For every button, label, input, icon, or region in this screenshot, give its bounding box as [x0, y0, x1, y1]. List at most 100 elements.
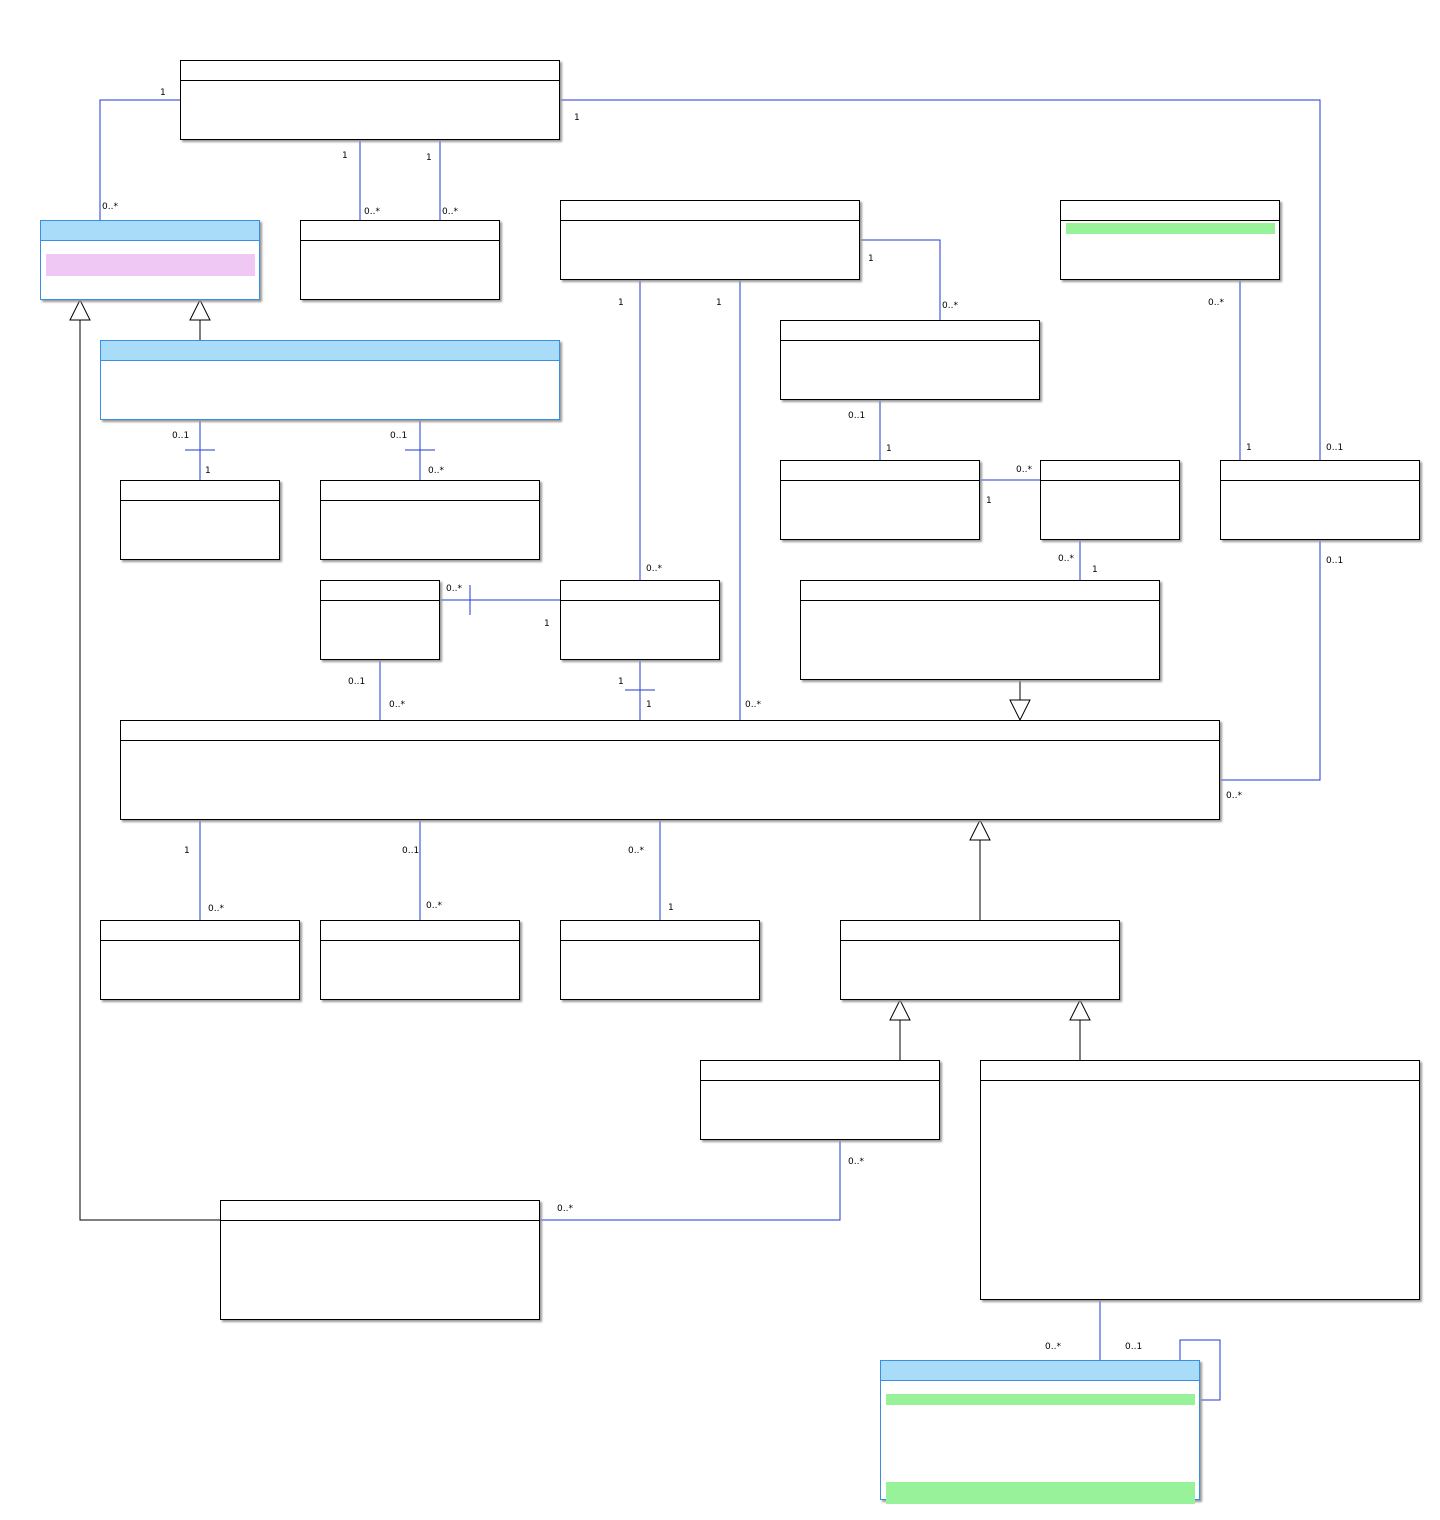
- entity-attribute-list: [561, 941, 759, 943]
- multiplicity-label: 0..*: [848, 1157, 864, 1167]
- entity-organisation[interactable]: [560, 200, 860, 280]
- association-line: [560, 99, 1321, 460]
- entity-attribute: [886, 1427, 1195, 1438]
- entity-care-professional-organisation[interactable]: [780, 320, 1040, 400]
- multiplicity-label: 1: [868, 254, 874, 264]
- entity-disability[interactable]: [320, 480, 540, 560]
- entity-attribute: [226, 1267, 535, 1278]
- entity-title: [1061, 201, 1279, 221]
- entity-attribute: [106, 976, 295, 987]
- entity-title: [981, 1061, 1419, 1081]
- entity-attribute: [986, 1138, 1415, 1149]
- multiplicity-label: 1: [574, 113, 580, 123]
- multiplicity-label: 1: [986, 496, 992, 506]
- multiplicity-label: 1: [646, 700, 652, 710]
- entity-attribute: [986, 1171, 1415, 1182]
- multiplicity-label: 0..*: [364, 207, 380, 217]
- association-line: [1220, 540, 1321, 781]
- entity-title: [321, 481, 539, 501]
- entity-clinical-investigation-result-item[interactable]: [880, 1360, 1200, 1504]
- entity-attribute: [886, 1416, 1195, 1427]
- entity-attribute-list: [321, 501, 539, 525]
- entity-attribute: [786, 483, 975, 494]
- multiplicity-label: 0..*: [1016, 465, 1032, 475]
- entity-title: [841, 921, 1119, 941]
- entity-activity-offer[interactable]: [560, 920, 760, 1000]
- entity-title: [801, 581, 1159, 601]
- entity-care-professional[interactable]: [780, 460, 980, 540]
- multiplicity-label: 0..1: [1125, 1342, 1143, 1352]
- entity-attribute-list: [41, 241, 259, 276]
- entity-attribute: [226, 1289, 535, 1300]
- entity-activity-drug[interactable]: [320, 920, 520, 1000]
- multiplicity-label: 1: [184, 846, 190, 856]
- entity-activity[interactable]: [120, 720, 1220, 820]
- entity-attribute-list: [321, 601, 439, 603]
- entity-attribute: [986, 1083, 1415, 1094]
- multiplicity-label: 1: [160, 88, 166, 98]
- entity-title: [101, 921, 299, 941]
- entity-attribute: [886, 1449, 1195, 1460]
- entity-activity-date-time[interactable]: [100, 920, 300, 1000]
- entity-title: [321, 581, 439, 601]
- multiplicity-label: 1: [1246, 443, 1252, 453]
- entity-patient[interactable]: [1220, 460, 1420, 540]
- entity-attribute: [806, 614, 1155, 625]
- entity-registrable-birth[interactable]: [1060, 200, 1280, 280]
- entity-attribute: [226, 1234, 535, 1245]
- entity-attribute: [46, 265, 255, 276]
- multiplicity-label: 0..*: [1045, 1342, 1061, 1352]
- entity-person[interactable]: [180, 60, 560, 140]
- multiplicity-label: 0..1: [1326, 556, 1344, 566]
- entity-title: [121, 481, 279, 501]
- entity-activity-group[interactable]: [800, 580, 1160, 680]
- multiplicity-label: 0..*: [446, 584, 462, 594]
- multiplicity-label: 1: [544, 619, 550, 629]
- entity-title: [1221, 461, 1419, 481]
- entity-attribute-list: [841, 941, 1119, 943]
- generalization-arrowhead: [1009, 699, 1031, 722]
- entity-attribute: [326, 503, 535, 514]
- entity-organisation-site[interactable]: [560, 580, 720, 660]
- entity-attribute: [886, 1394, 1195, 1405]
- entity-title: [121, 721, 1219, 741]
- entity-title: [221, 1201, 539, 1221]
- entity-attribute: [106, 954, 295, 965]
- entity-person-property[interactable]: [40, 220, 260, 300]
- entity-attribute-list: [181, 81, 559, 94]
- entity-title: [181, 61, 559, 81]
- entity-person-relationship[interactable]: [300, 220, 500, 300]
- entity-attribute: [986, 1215, 1415, 1226]
- entity-title: [561, 581, 719, 601]
- entity-attribute-list: [1041, 481, 1179, 494]
- entity-attribute-list: [981, 1081, 1419, 1226]
- multiplicity-label: 0..*: [646, 564, 662, 574]
- multiplicity-label: 0..*: [557, 1204, 573, 1214]
- entity-care-contact[interactable]: [700, 1060, 940, 1140]
- generalization-line: [79, 320, 220, 1221]
- entity-care-plan[interactable]: [1040, 460, 1180, 540]
- entity-title: [701, 1061, 939, 1081]
- entity-title: [781, 461, 979, 481]
- entity-attribute-list: [561, 601, 719, 603]
- entity-attribute: [1066, 223, 1275, 234]
- entity-patient-diagnosis[interactable]: [220, 1200, 540, 1320]
- multiplicity-label: 0..*: [1058, 554, 1074, 564]
- entity-title: [781, 321, 1039, 341]
- association-line: [540, 1140, 841, 1221]
- entity-attribute: [886, 1460, 1195, 1471]
- entity-title: [561, 201, 859, 221]
- entity-category-valued-person-observation[interactable]: [100, 340, 560, 420]
- entity-attribute: [886, 1482, 1195, 1493]
- entity-attribute: [106, 943, 295, 954]
- multiplicity-label: 0..1: [402, 846, 420, 856]
- entity-attribute-list: [101, 361, 559, 363]
- entity-care-activity[interactable]: [840, 920, 1120, 1000]
- entity-ward[interactable]: [320, 580, 440, 660]
- entity-attribute: [326, 514, 535, 525]
- multiplicity-label: 0..*: [426, 901, 442, 911]
- entity-title: [321, 921, 519, 941]
- multiplicity-label: 0..*: [208, 904, 224, 914]
- entity-support-status[interactable]: [120, 480, 280, 560]
- entity-clinical-intervention[interactable]: [980, 1060, 1420, 1300]
